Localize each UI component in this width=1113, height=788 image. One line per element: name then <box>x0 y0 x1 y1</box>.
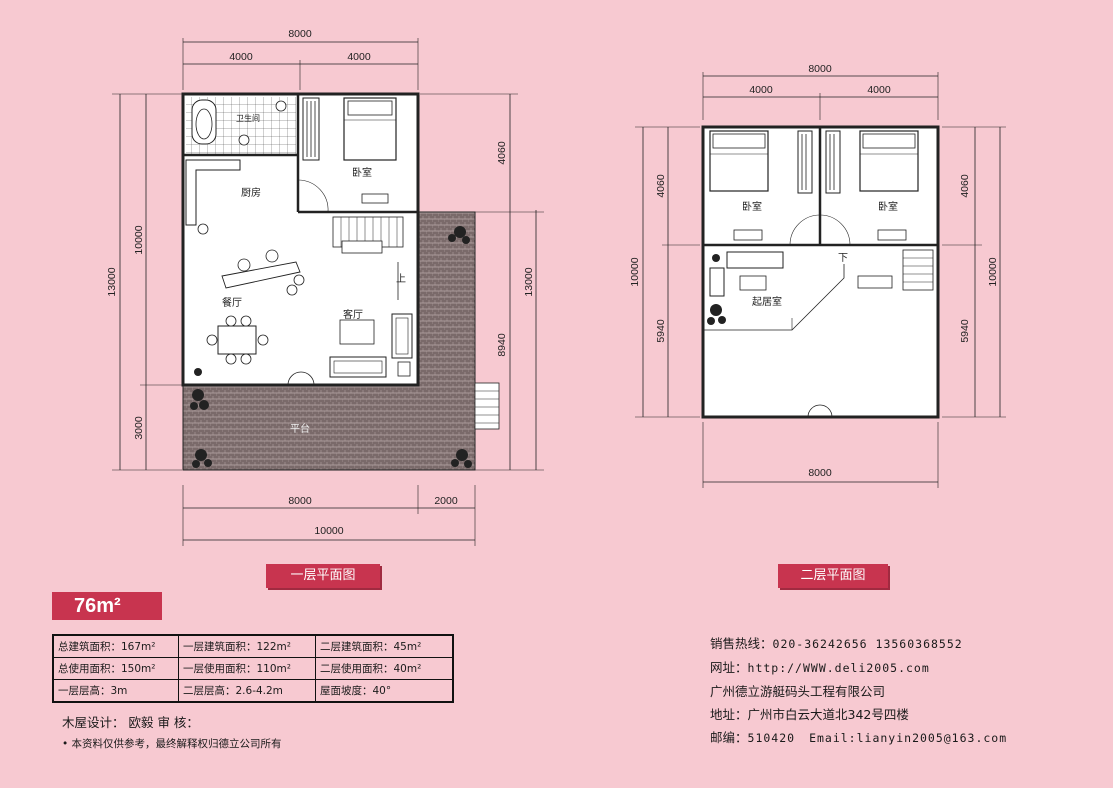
address-row: 地址：广州市白云大道北342号四楼 <box>710 703 1007 726</box>
stat-cell: 二层建筑面积：45m² <box>315 634 454 658</box>
ground-dim-left-upper: 10000 <box>133 225 145 254</box>
stat-cell: 一层使用面积：110m² <box>178 657 316 680</box>
stat-cell: 一层层高：3m <box>52 679 179 703</box>
stat-cell: 总建筑面积：167m² <box>52 634 179 658</box>
ground-floor-plan <box>112 38 544 546</box>
ground-dim-left-total: 13000 <box>106 267 118 296</box>
upper-room-bedroom-right: 卧室 <box>878 200 898 213</box>
upper-dim-top-left: 4000 <box>749 84 773 96</box>
company-name: 广州德立游艇码头工程有限公司 <box>710 684 886 699</box>
postcode-row: 邮编：510420 Email:lianyin2005@163.com <box>710 726 1007 750</box>
contact-block: 销售热线：020-36242656 13560368552 网址：http://… <box>710 632 1007 750</box>
table-row: 总使用面积：150m² 一层使用面积：110m² 二层使用面积：40m² <box>52 657 454 680</box>
ground-dim-bottom-total: 10000 <box>314 525 343 537</box>
upper-room-living: 起居室 <box>752 295 782 308</box>
ground-dim-bottom-right: 2000 <box>434 495 458 507</box>
upper-room-bedroom-left: 卧室 <box>742 200 762 213</box>
website-link[interactable]: http://WWW.deli2005.com <box>747 661 930 675</box>
hotline-row: 销售热线：020-36242656 13560368552 <box>710 632 1007 656</box>
ground-room-bathroom: 卫生间 <box>236 113 260 123</box>
upper-floor-plan <box>635 72 1006 488</box>
postcode-label: 邮编： <box>710 730 748 745</box>
stat-cell: 屋面坡度：40° <box>315 679 454 703</box>
stat-cell: 总使用面积：150m² <box>52 657 179 680</box>
ground-dim-top-total: 8000 <box>288 28 312 40</box>
area-stats-table: 总建筑面积：167m² 一层建筑面积：122m² 二层建筑面积：45m² 总使用… <box>52 634 454 703</box>
area-badge: 76m² <box>52 592 162 620</box>
upper-dim-left-lower: 5940 <box>655 319 667 343</box>
ground-stair-up-label: 上 <box>396 273 406 285</box>
ground-room-dining: 餐厅 <box>222 296 242 309</box>
stat-cell: 二层使用面积：40m² <box>315 657 454 680</box>
upper-dim-right-total: 10000 <box>987 257 999 286</box>
website-label: 网址： <box>710 660 748 675</box>
ground-dim-top-right: 4000 <box>347 51 371 63</box>
ground-dim-right-upper: 4060 <box>496 141 508 165</box>
upper-stair-down-label: 下 <box>838 253 848 264</box>
upper-dim-top-total: 8000 <box>808 63 832 75</box>
upper-dim-right-upper: 4060 <box>959 174 971 198</box>
upper-dim-left-total: 10000 <box>629 257 641 286</box>
ground-room-kitchen: 厨房 <box>241 186 261 199</box>
designer-credit: 木屋设计： 欧毅 审 核： <box>62 715 199 730</box>
upper-dim-bottom-total: 8000 <box>808 467 832 479</box>
table-row: 总建筑面积：167m² 一层建筑面积：122m² 二层建筑面积：45m² <box>52 634 454 658</box>
upper-dim-right-lower: 5940 <box>959 319 971 343</box>
ground-dim-left-lower: 3000 <box>133 416 145 440</box>
stat-cell: 一层建筑面积：122m² <box>178 634 316 658</box>
ground-room-living: 客厅 <box>343 308 363 321</box>
ground-room-deck: 平台 <box>290 422 310 435</box>
ground-floor-caption: 一层平面图 <box>266 564 380 588</box>
hotline-label: 销售热线： <box>710 636 773 651</box>
postcode-value: 510420 <box>747 731 796 745</box>
ground-room-bedroom: 卧室 <box>352 166 372 179</box>
address-label: 地址： <box>710 707 748 722</box>
email-link[interactable]: Email:lianyin2005@163.com <box>809 731 1008 745</box>
ground-dim-bottom-left: 8000 <box>288 495 312 507</box>
ground-dim-right-total: 13000 <box>523 267 535 296</box>
stat-cell: 二层层高：2.6-4.2m <box>178 679 316 703</box>
upper-dim-left-upper: 4060 <box>655 174 667 198</box>
table-row: 一层层高：3m 二层层高：2.6-4.2m 屋面坡度：40° <box>52 679 454 703</box>
ground-dim-top-left: 4000 <box>229 51 253 63</box>
disclaimer-note: • 本资料仅供参考，最终解释权归德立公司所有 <box>62 738 282 750</box>
website-row: 网址：http://WWW.deli2005.com <box>710 656 1007 680</box>
ground-dim-right-lower: 8940 <box>496 333 508 357</box>
address-text: 广州市白云大道北342号四楼 <box>747 707 909 722</box>
hotline-number: 020-36242656 13560368552 <box>772 637 963 651</box>
upper-floor-caption: 二层平面图 <box>778 564 888 588</box>
upper-dim-top-right: 4000 <box>867 84 891 96</box>
